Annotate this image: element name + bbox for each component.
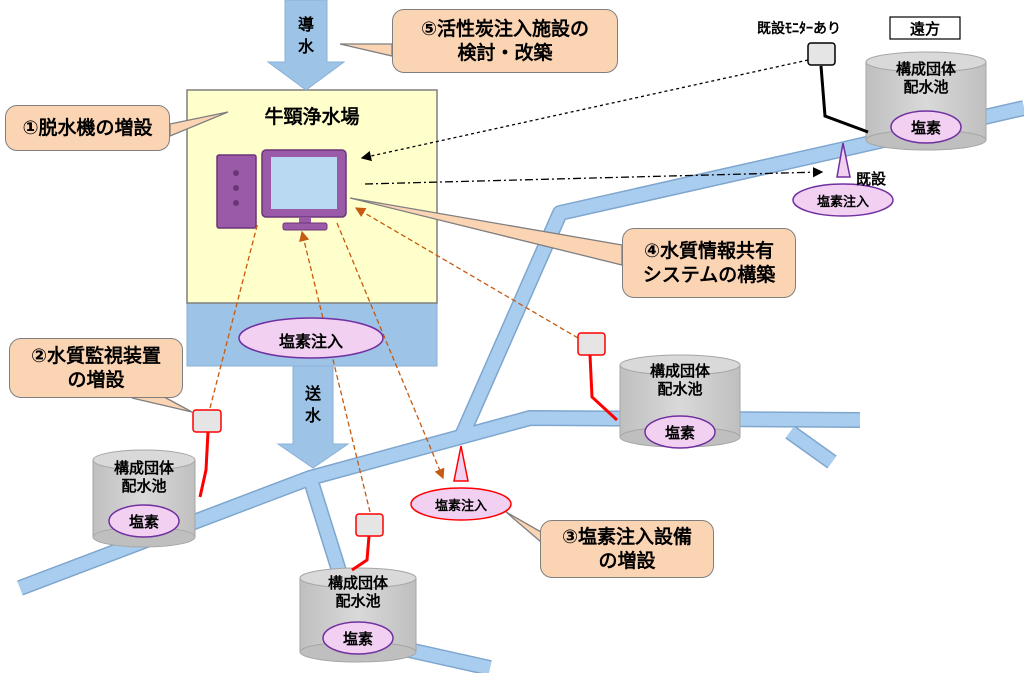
monitor-line-left	[198, 431, 210, 498]
remote-monitor-note: 既設ﾓﾆﾀｰあり	[757, 21, 841, 37]
callout-monitoring-device: ②水質監視装置 の増設	[9, 338, 183, 398]
tank-left-title-line1: 構成団体	[113, 459, 174, 477]
new-injection-ellipse	[410, 487, 512, 521]
callout-info-sharing-line1: ④水質情報共有	[643, 240, 775, 262]
new-injection-marker	[453, 445, 469, 482]
monitor-line-bottom	[351, 535, 371, 572]
computer-icon	[216, 149, 347, 231]
tank-bottom-title-line1: 構成団体	[327, 574, 388, 592]
tank-bottom-title-line2: 配水池	[335, 592, 381, 610]
monitor-line-remote	[819, 65, 869, 134]
tank-left-title-line2: 配水池	[121, 477, 167, 495]
plant-injection-ellipse	[238, 317, 384, 359]
tank-top-right-title-line2: 配水池	[903, 78, 949, 96]
callout-activated-carbon-line1: ⑤活性炭注入施設の	[420, 18, 590, 40]
monitor-line-mid	[588, 354, 619, 422]
intake-arrow	[266, 0, 346, 91]
callout-chlorine-equipment-line1: ③塩素注入設備	[561, 526, 693, 548]
callout-info-sharing: ④水質情報共有 システムの構築	[622, 228, 796, 298]
new-injection-label: 塩素注入	[434, 499, 487, 514]
existing-injection-ellipse	[792, 183, 894, 217]
monitor-box-remote	[807, 42, 836, 66]
callout-activated-carbon: ⑤活性炭注入施設の 検討・改築	[392, 9, 618, 73]
callout-activated-carbon-line2: 検討・改築	[457, 42, 553, 64]
outflow-arrow	[276, 365, 350, 469]
tank-bottom	[299, 567, 417, 663]
callout-dewatering-text: ①脱水機の増設	[22, 117, 153, 139]
callout-chlorine-equipment-line2: の増設	[598, 550, 656, 572]
existing-injection-label: 塩素注入	[816, 195, 869, 210]
tank-bottom-chemical: 塩素	[342, 630, 373, 648]
tank-mid-right-chemical: 塩素	[664, 424, 695, 442]
existing-tag: 既設	[856, 170, 887, 188]
remote-tag-box	[889, 16, 961, 40]
tank-left	[92, 449, 196, 548]
tank-left-chemical: 塩素	[128, 513, 159, 531]
existing-injection-link	[364, 167, 824, 185]
intake-label: 導水	[297, 15, 314, 56]
monitor-box-left	[192, 409, 222, 433]
callout-info-sharing-line2: システムの構築	[642, 264, 776, 286]
tank-mid-right-title-line1: 構成団体	[649, 362, 710, 380]
orange-link-lines	[209, 207, 579, 513]
remote-monitor-dotted-link	[360, 59, 809, 162]
outflow-label: 送水	[304, 384, 321, 425]
tank-left-title: 構成団体 配水池	[84, 459, 204, 495]
tank-bottom-title: 構成団体 配水池	[298, 574, 418, 610]
remote-tag: 遠方	[909, 20, 940, 38]
tank-mid-right-title-line2: 配水池	[657, 380, 703, 398]
tank-top-right-title-line1: 構成団体	[895, 60, 956, 78]
monitor-box-mid	[577, 332, 606, 356]
monitor-box-bottom	[355, 513, 384, 537]
tank-top-right-title: 構成団体 配水池	[866, 60, 986, 96]
existing-injection-marker	[836, 142, 851, 178]
callout-monitoring-device-line2: の増設	[67, 369, 125, 391]
tank-mid-right	[619, 354, 741, 449]
callout-chlorine-equipment: ③塩素注入設備 の増設	[540, 520, 714, 578]
plant-title: 牛頸浄水場	[264, 106, 360, 128]
tank-top-right	[865, 51, 987, 151]
callout-monitoring-device-line1: ②水質監視装置	[30, 345, 162, 367]
tank-top-right-chemical: 塩素	[910, 119, 941, 137]
callout-dewatering: ①脱水機の増設	[5, 105, 170, 151]
tank-mid-right-title: 構成団体 配水池	[620, 362, 740, 398]
plant-injection-label: 塩素注入	[278, 332, 343, 351]
